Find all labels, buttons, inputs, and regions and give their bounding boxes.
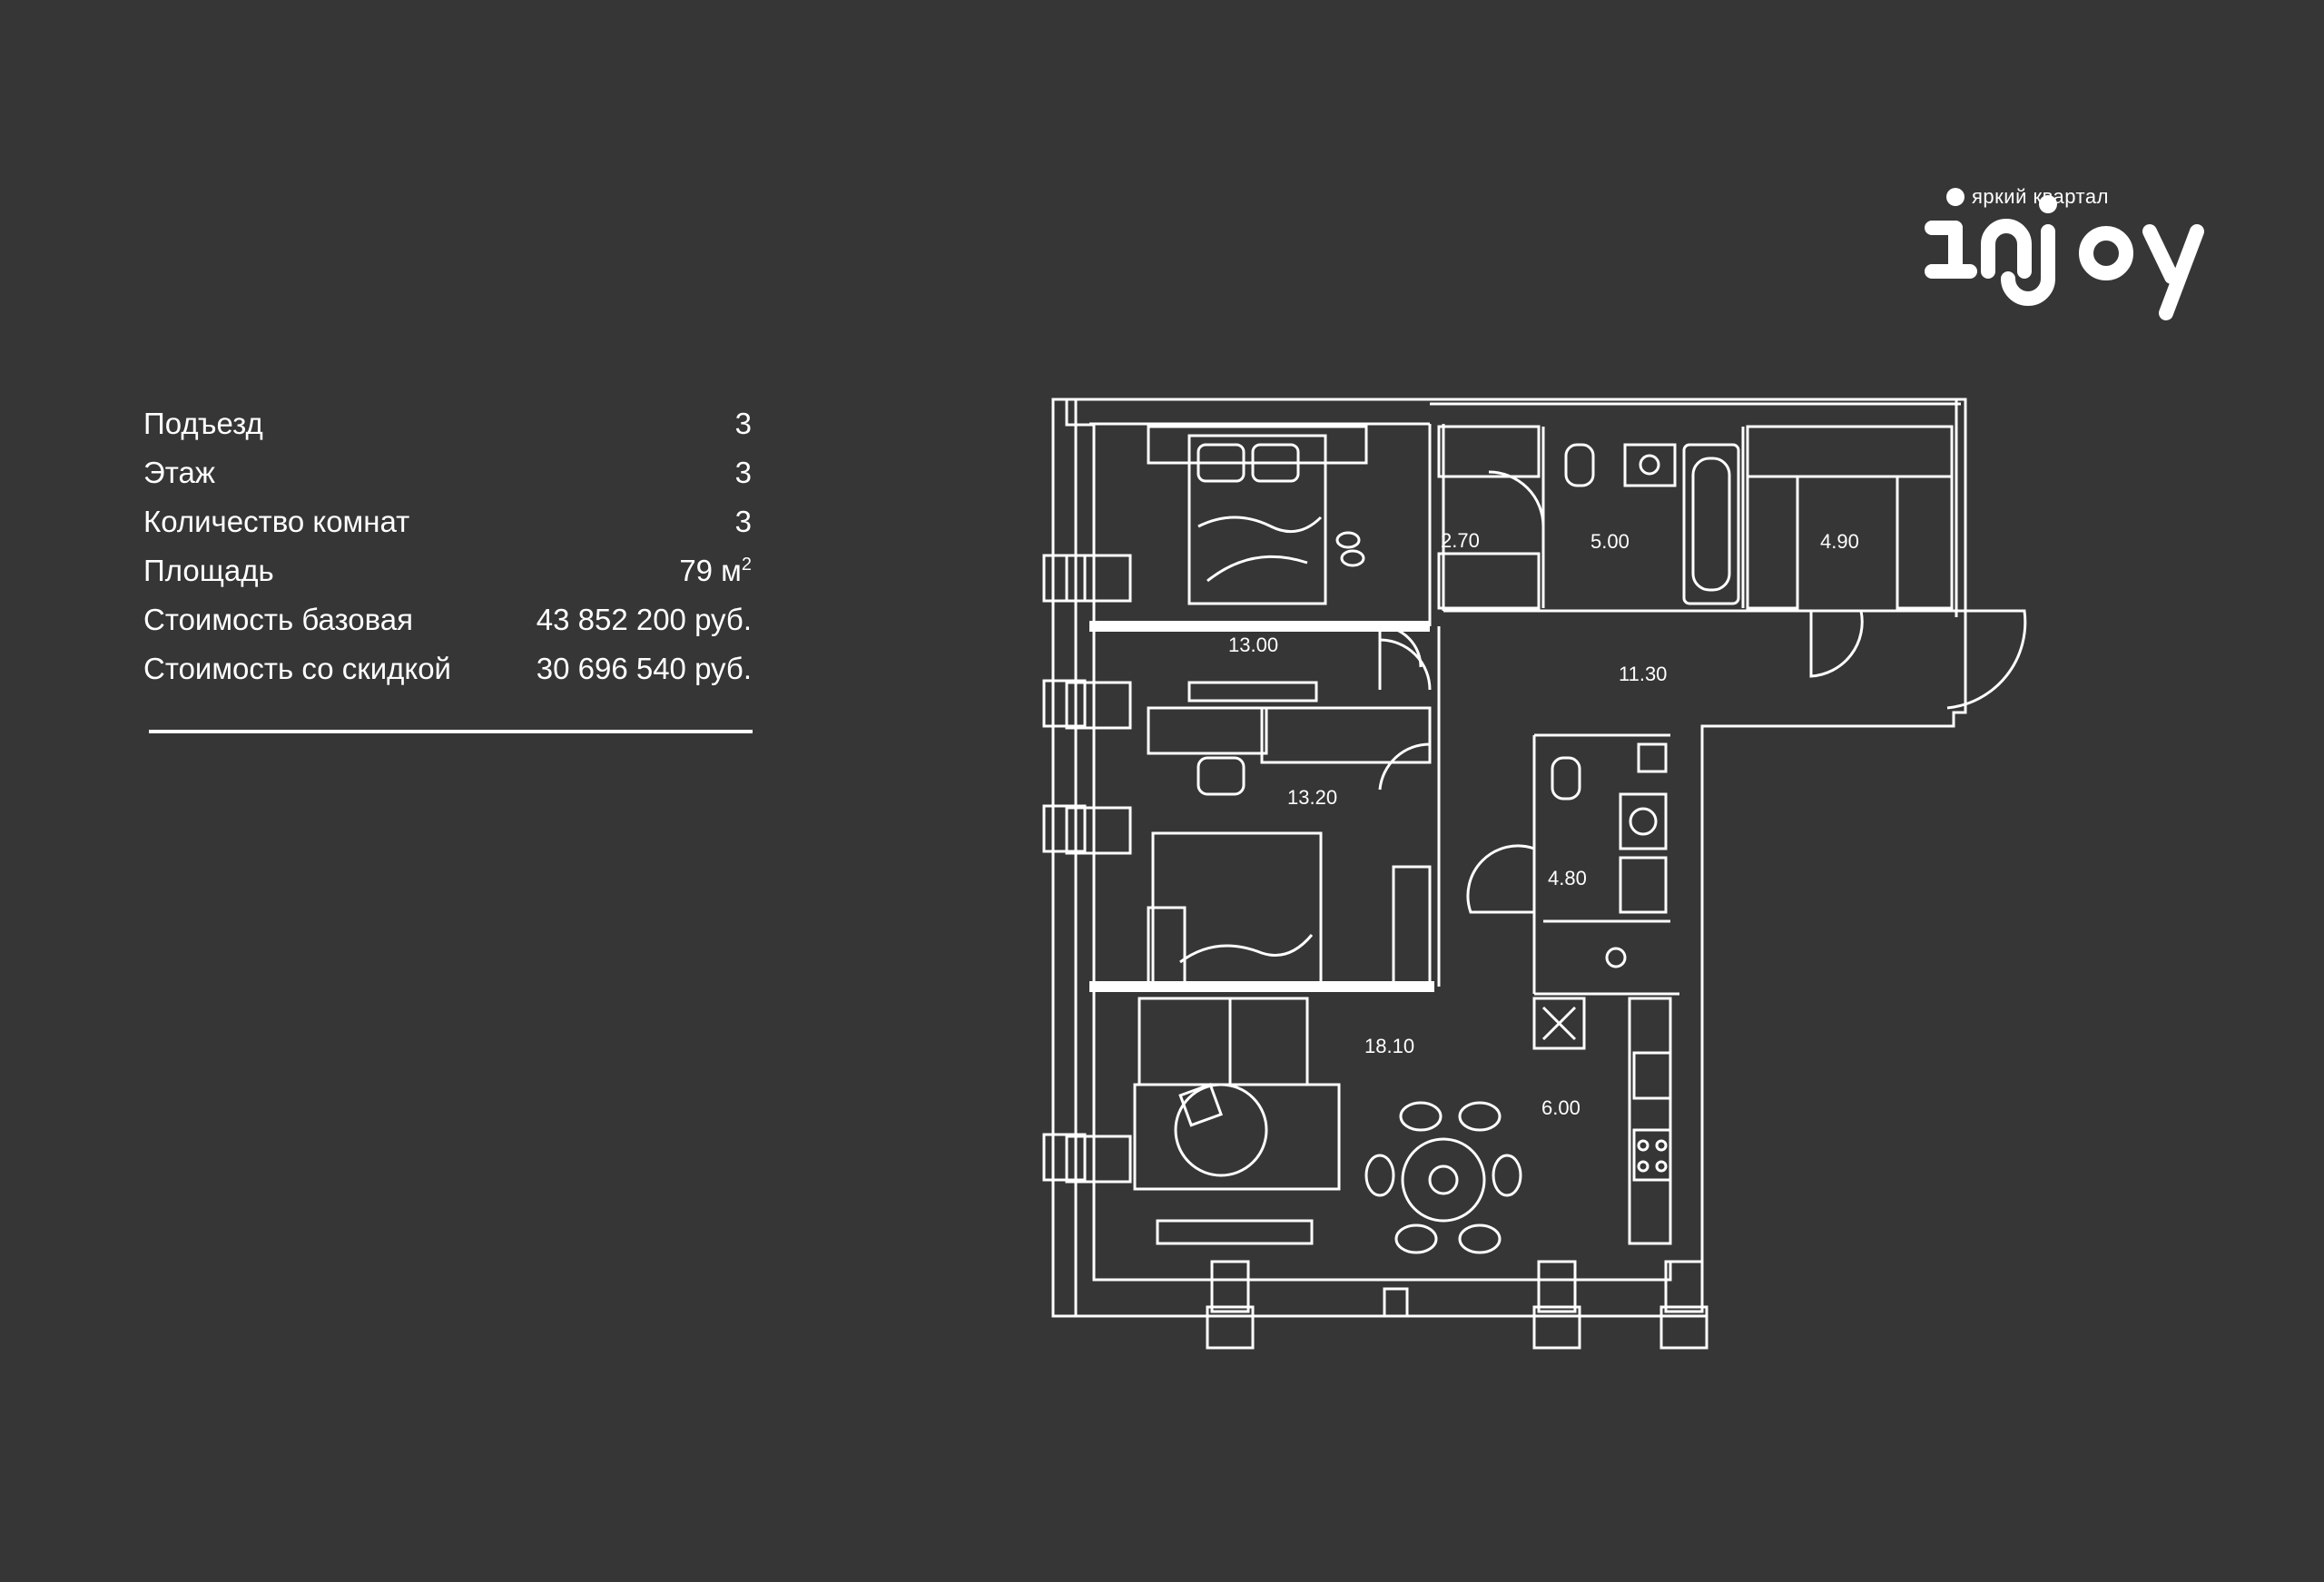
info-row-floor: Этаж 3 [143, 456, 752, 505]
info-row-price-base: Стоимость базовая 43 852 200 руб. [143, 603, 752, 652]
desk-bedroom-1 [1187, 681, 1318, 703]
interior-walls [1089, 402, 1961, 996]
room-area-bathroom-main: 5.00 [1590, 530, 1630, 553]
price-base-label: Стоимость базовая [143, 603, 413, 636]
area-value: 79 м2 [679, 554, 752, 588]
room-area-bedroom-2: 13.20 [1287, 786, 1337, 809]
info-row-price-discount: Стоимость со скидкой 30 696 540 руб. [143, 652, 752, 701]
room-area-hallway: 11.30 [1619, 663, 1667, 685]
bathroom-main-fixtures [1564, 443, 1740, 605]
dining-table [1364, 1101, 1522, 1254]
room-area-wardrobe-large: 4.90 [1820, 530, 1859, 553]
room-area-bedroom-1: 13.00 [1228, 634, 1278, 656]
room-area-living-room: 18.10 [1364, 1035, 1414, 1057]
area-unit-sup: 2 [741, 555, 752, 575]
rooms-label: Количество комнат [143, 505, 410, 538]
info-divider [149, 730, 753, 733]
price-base-value: 43 852 200 руб. [536, 603, 752, 636]
room-area-kitchen: 6.00 [1541, 1096, 1581, 1119]
price-discount-label: Стоимость со скидкой [143, 652, 451, 685]
bed-bedroom-1 [1147, 425, 1368, 605]
brand-tagline: яркий квартал [1972, 185, 2109, 208]
entrance-value: 3 [734, 407, 752, 440]
info-row-area: Площадь 79 м2 [143, 554, 752, 603]
doors [1378, 470, 2027, 914]
floor-value: 3 [734, 456, 752, 489]
entrance-label: Подъезд [143, 407, 263, 440]
info-row-rooms: Количество комнат 3 [143, 505, 752, 554]
windows [1042, 554, 1709, 1350]
bedroom-2-furniture [1147, 706, 1432, 989]
area-number: 79 м [679, 554, 742, 587]
bathroom-guest-fixtures [1543, 742, 1670, 968]
room-area-bathroom-guest: 4.80 [1548, 867, 1587, 889]
info-row-entrance: Подъезд 3 [143, 407, 752, 456]
wardrobe-hangers [1437, 425, 1954, 610]
kitchen-fixtures [1532, 997, 1672, 1245]
floor-label: Этаж [143, 456, 215, 489]
price-discount-value: 30 696 540 руб. [536, 652, 752, 685]
rooms-value: 3 [734, 505, 752, 538]
apartment-info: Подъезд 3 Этаж 3 Количество комнат 3 Пло… [143, 407, 752, 701]
living-room-furniture [1133, 997, 1341, 1245]
injoy-logo [1925, 188, 2204, 320]
floor-plan: 13.00 2.70 5.00 4.90 11.30 13.20 4.80 18… [1042, 398, 2027, 1350]
room-area-wardrobe-small: 2.70 [1441, 529, 1480, 552]
area-label: Площадь [143, 554, 274, 587]
